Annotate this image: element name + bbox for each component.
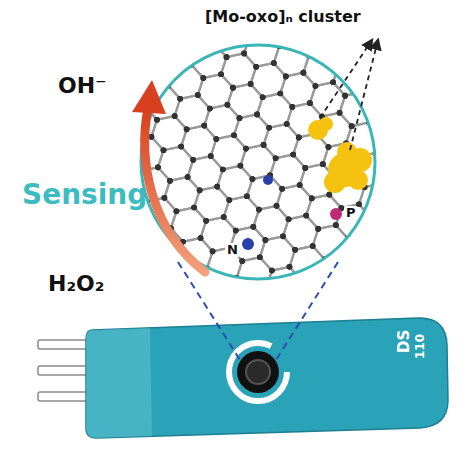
text-label: [Mo-oxo]ₙ cluster [205, 8, 361, 26]
text-label: OH⁻ [58, 74, 107, 98]
lens-outline [141, 45, 375, 279]
lens-ground [141, 45, 375, 279]
atom-label: P [344, 206, 358, 220]
graphene-lattice [96, 0, 420, 325]
reaction-arrow [145, 108, 205, 272]
nitrogen-atom [263, 175, 273, 185]
leader-arrow [320, 40, 372, 118]
text-label: H₂O₂ [48, 272, 104, 296]
phosphorus-atom [330, 208, 342, 220]
atom-label: N [225, 243, 240, 257]
mo-oxo-cluster [308, 117, 372, 193]
strip-label: DS [396, 330, 413, 353]
test-strip [38, 318, 448, 438]
reaction-arrowhead [132, 80, 166, 114]
text-label: Sensing [22, 180, 147, 211]
nitrogen-atom [242, 238, 254, 250]
strip-label: 110 [414, 334, 427, 359]
leader-arrow [350, 40, 378, 150]
